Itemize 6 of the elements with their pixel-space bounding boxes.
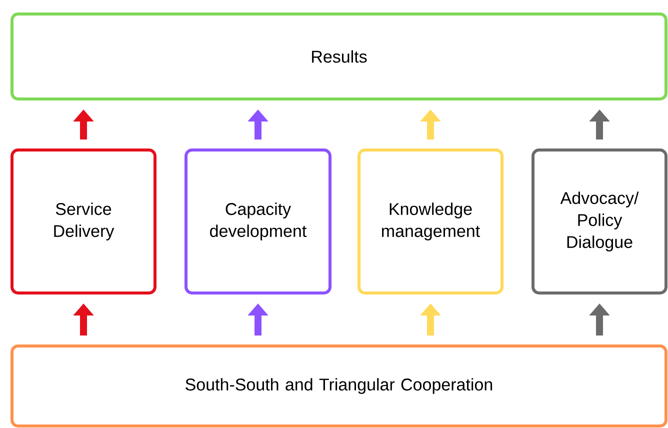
box: Advocacy/ Policy Dialogue [532,148,668,294]
box: South-South and Triangular Cooperation [10,344,668,428]
box: Capacity development [184,148,332,294]
box: Results [10,12,668,100]
box: Knowledge management [358,148,504,294]
box: Service Delivery [10,148,156,294]
